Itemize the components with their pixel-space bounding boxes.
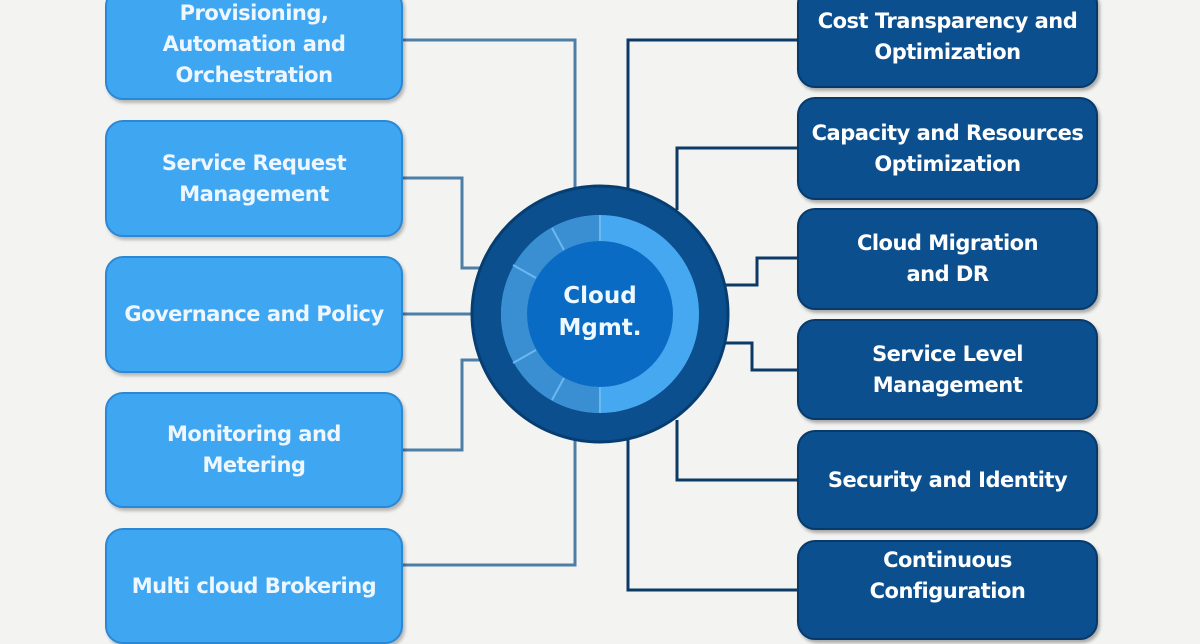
box-brokering[interactable]: Multi cloud Brokering	[105, 528, 403, 644]
hub-inner-ring-left-half	[501, 215, 600, 413]
box-label: Provisioning, Automation and Orchestrati…	[162, 0, 346, 87]
box-label: Security and Identity	[827, 467, 1068, 492]
connector-configuration	[626, 435, 797, 592]
box-provisioning[interactable]: Provisioning, Automation and Orchestrati…	[105, 0, 403, 100]
box-label: Monitoring and Metering	[167, 422, 341, 477]
connector-service-level	[722, 341, 797, 372]
box-label: Governance and Policy	[124, 302, 384, 326]
box-continuous-configuration[interactable]: Continuous Configuration	[797, 540, 1098, 640]
box-label: Cost Transparency and Optimization	[817, 9, 1078, 64]
hub-label: Cloud Mgmt.	[558, 283, 642, 341]
connector-cost	[626, 38, 797, 195]
box-cloud-migration[interactable]: Cloud Migration and DR	[797, 208, 1098, 310]
hub-core	[527, 241, 673, 387]
connector-migration	[722, 256, 797, 287]
connector-security	[675, 420, 797, 482]
right-connectors	[626, 38, 797, 592]
box-label: Cloud Migration and DR	[856, 231, 1039, 286]
box-security[interactable]: Security and Identity	[797, 430, 1098, 530]
box-label: Service Request Management	[161, 150, 347, 206]
box-label: Service Level Management	[872, 341, 1023, 397]
box-cost-transparency[interactable]: Cost Transparency and Optimization	[797, 0, 1098, 88]
connector-provisioning	[403, 38, 577, 215]
hub-circle	[470, 184, 730, 444]
box-label: Multi cloud Brokering	[131, 573, 377, 598]
box-capacity[interactable]: Capacity and Resources Optimization	[797, 97, 1098, 200]
box-monitoring[interactable]: Monitoring and Metering	[105, 392, 403, 508]
connector-brokering	[403, 412, 577, 567]
box-label: Continuous Configuration	[869, 548, 1026, 603]
box-service-level[interactable]: Service Level Management	[797, 319, 1098, 420]
connector-capacity	[675, 146, 797, 210]
box-label: Capacity and Resources Optimization	[811, 120, 1084, 176]
box-service-request[interactable]: Service Request Management	[105, 120, 403, 237]
box-governance[interactable]: Governance and Policy	[105, 256, 403, 373]
connector-lines	[403, 38, 797, 592]
